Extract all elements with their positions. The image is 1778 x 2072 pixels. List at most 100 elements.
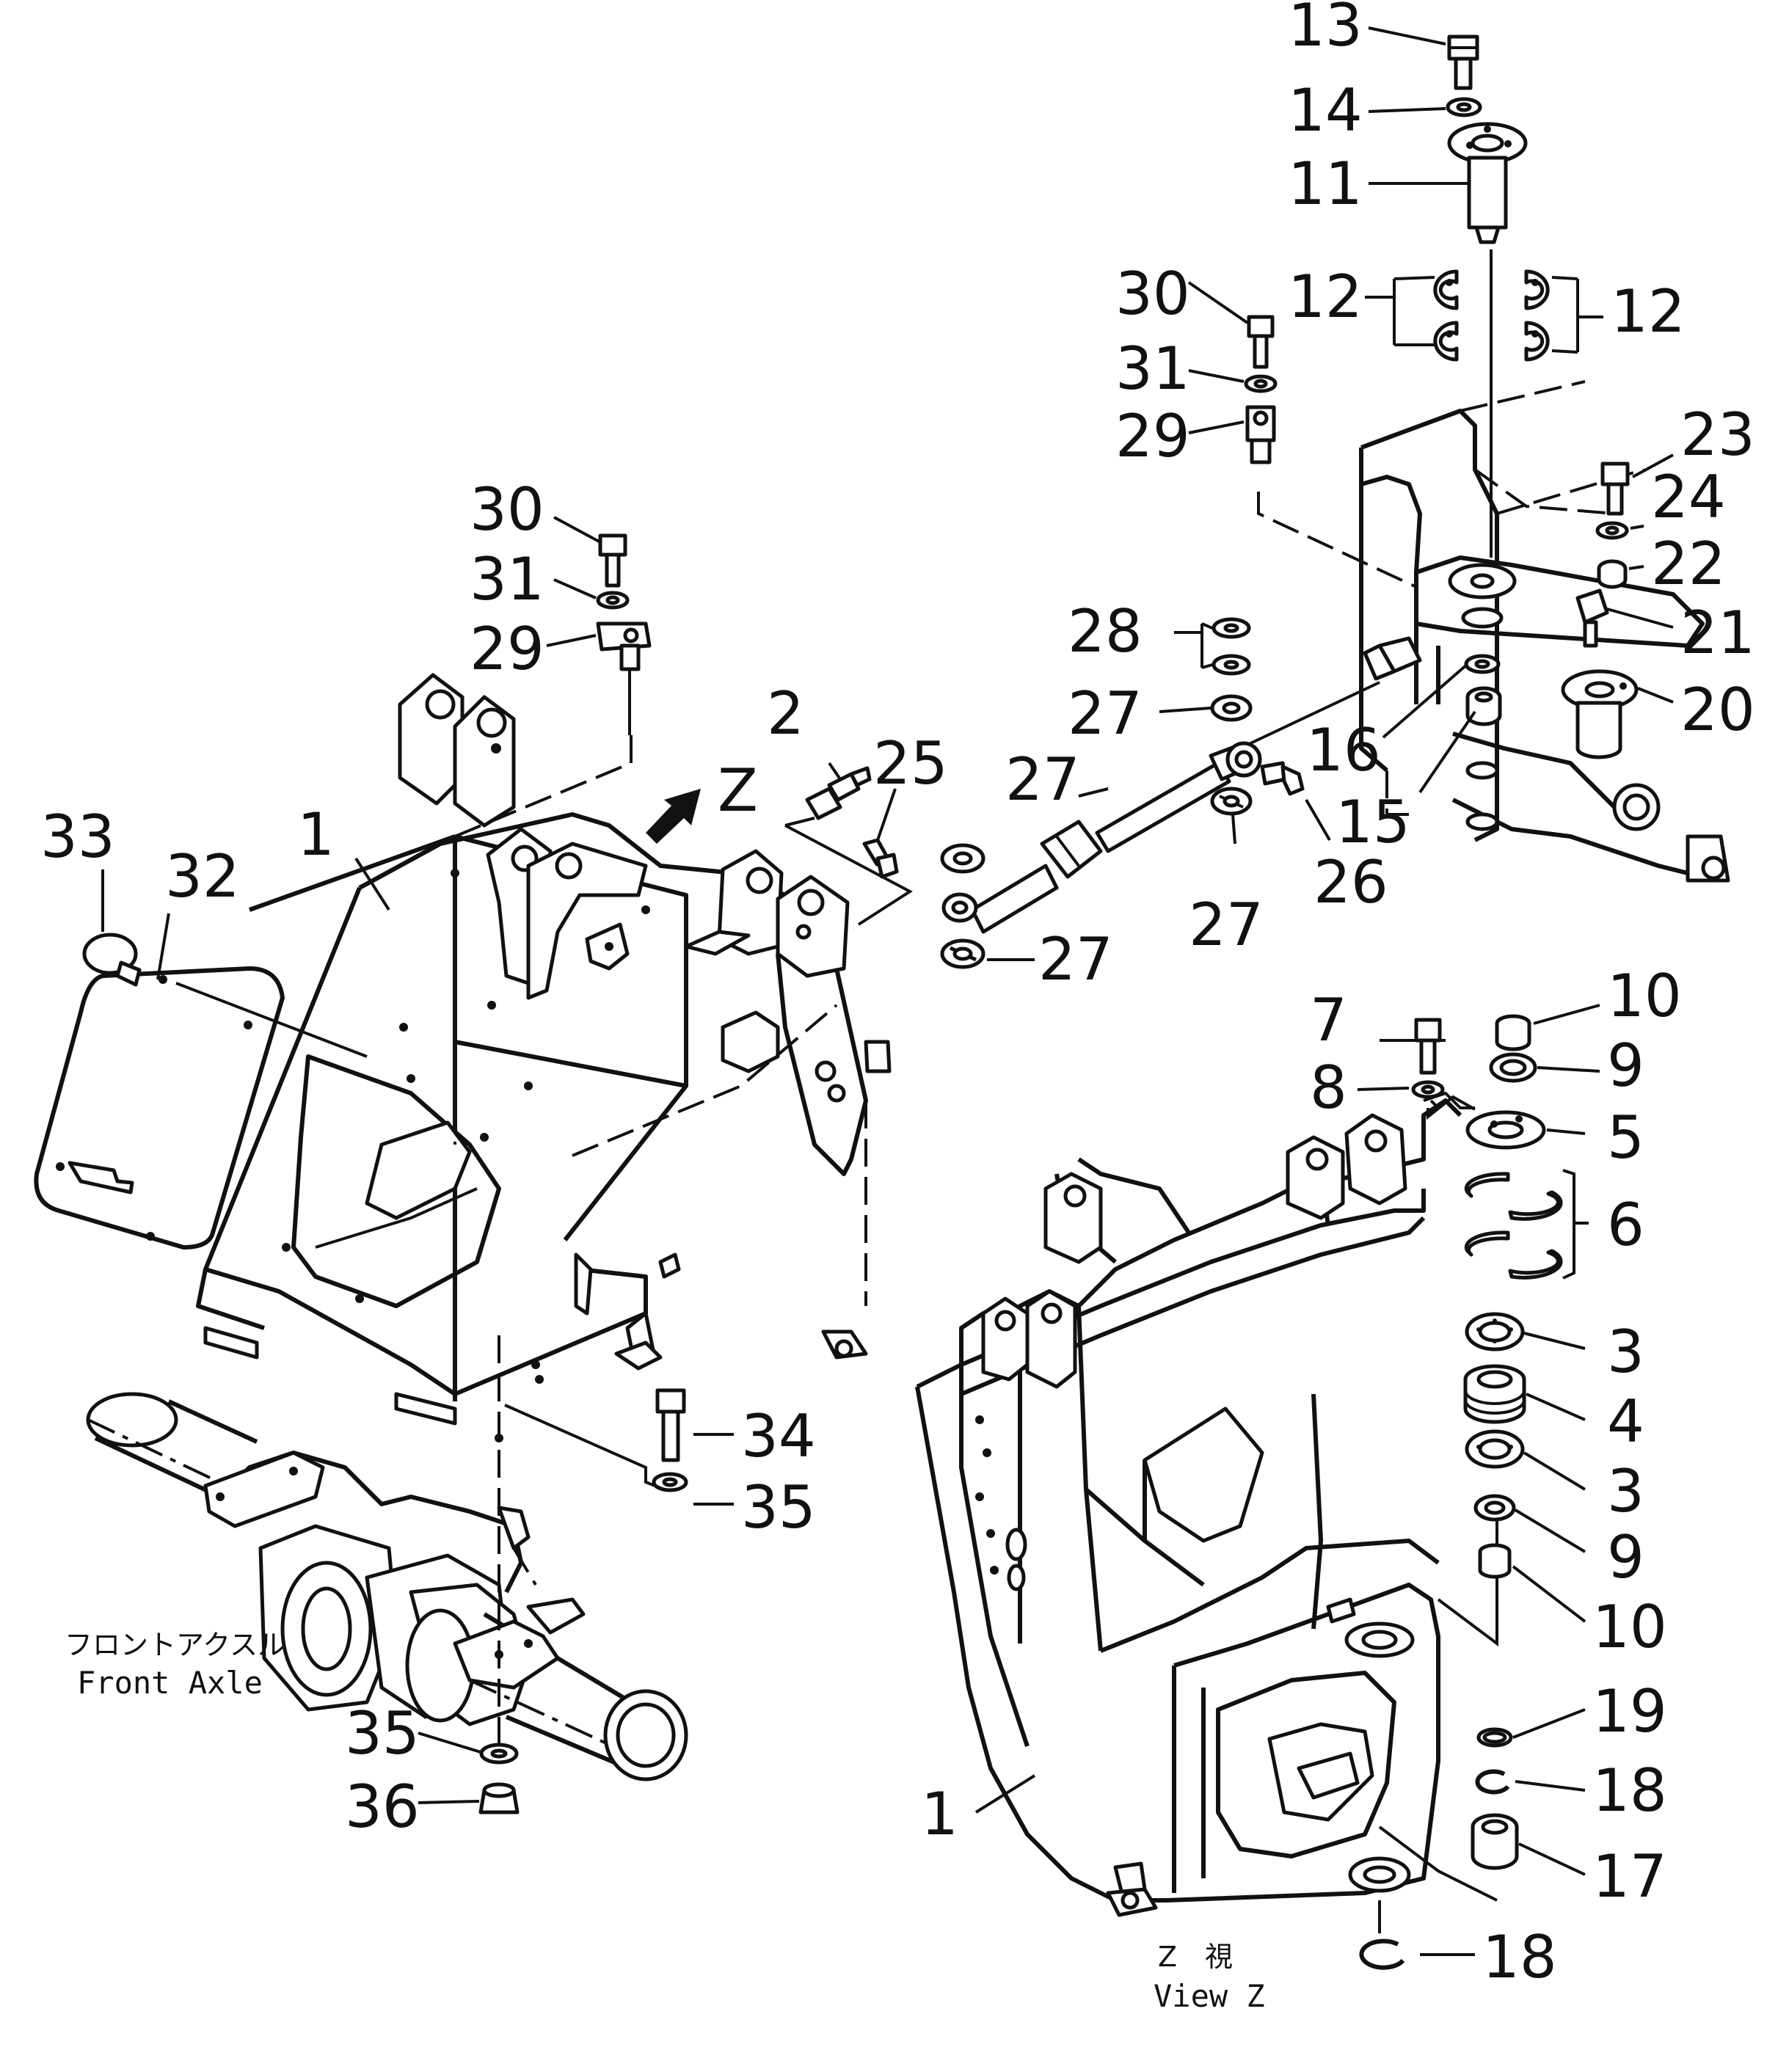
callout-22: 22 bbox=[1651, 530, 1726, 598]
callout-28: 28 bbox=[1068, 597, 1143, 665]
caption-view-z-en: View Z bbox=[1154, 1978, 1265, 2014]
lock-plate-29-left bbox=[596, 621, 652, 735]
cover-plate-32 bbox=[34, 966, 368, 1250]
bearing-3-lower bbox=[1465, 1429, 1525, 1469]
washer-31-left bbox=[596, 591, 630, 610]
pin-20 bbox=[1561, 669, 1639, 759]
leader-bracket-34-35 bbox=[504, 1404, 665, 1491]
callout-35-upper: 35 bbox=[741, 1473, 816, 1542]
bolt-34 bbox=[655, 1388, 686, 1462]
pin-11 bbox=[1447, 122, 1528, 244]
caption-front-axle-jp: フロントアクスル bbox=[65, 1629, 285, 1661]
bushing-15 bbox=[1465, 686, 1502, 726]
steering-link-cylinder bbox=[941, 681, 1380, 934]
callout-20: 20 bbox=[1680, 676, 1755, 744]
washer-8 bbox=[1411, 1080, 1445, 1099]
callout-30-right: 30 bbox=[1115, 260, 1190, 328]
callout-27-lowright: 27 bbox=[1189, 891, 1264, 959]
bushing-27b bbox=[940, 938, 985, 969]
callout-12-left: 12 bbox=[1288, 263, 1363, 331]
callout-5: 5 bbox=[1607, 1104, 1644, 1172]
spacer-22 bbox=[1597, 559, 1628, 589]
callout-17: 17 bbox=[1592, 1842, 1667, 1911]
view-direction-arrow bbox=[646, 789, 701, 844]
callout-9-lower: 9 bbox=[1607, 1523, 1644, 1591]
snap-ring-18-lower bbox=[1359, 1938, 1405, 1970]
callout-27-midleft: 27 bbox=[1005, 745, 1080, 814]
callout-29-right: 29 bbox=[1115, 402, 1190, 470]
front-axle bbox=[86, 1335, 688, 1781]
bolt-33 bbox=[82, 933, 142, 987]
callout-12-right: 12 bbox=[1611, 277, 1686, 346]
callout-31-right: 31 bbox=[1115, 335, 1190, 403]
callout-16: 16 bbox=[1306, 716, 1381, 784]
callout-23: 23 bbox=[1680, 401, 1755, 469]
callout-21: 21 bbox=[1680, 599, 1755, 667]
callout-34: 34 bbox=[741, 1402, 816, 1470]
frame-view-z bbox=[915, 1091, 1498, 1937]
callout-9-upper: 9 bbox=[1607, 1032, 1644, 1100]
callout-15: 15 bbox=[1336, 788, 1410, 856]
callout-1-right: 1 bbox=[921, 1780, 958, 1848]
callout-10-upper: 10 bbox=[1607, 962, 1682, 1030]
callout-24: 24 bbox=[1651, 463, 1726, 531]
washer-35-lower bbox=[479, 1743, 519, 1765]
callout-2: 2 bbox=[767, 679, 804, 748]
collar-halves-12 bbox=[1433, 249, 1550, 558]
spacer-10-lower bbox=[1478, 1543, 1512, 1579]
bolt-30-left bbox=[598, 533, 627, 588]
callout-27-upper: 27 bbox=[1068, 679, 1143, 748]
callout-35-lower: 35 bbox=[345, 1699, 420, 1768]
callout-7: 7 bbox=[1310, 986, 1347, 1054]
upper-swing-bracket-assembly bbox=[1257, 380, 1730, 883]
callout-4: 4 bbox=[1607, 1387, 1644, 1456]
washer-35-upper bbox=[652, 1472, 688, 1492]
callout-32: 32 bbox=[165, 842, 240, 911]
washers-28 bbox=[1212, 617, 1251, 676]
shims-6 bbox=[1464, 1169, 1589, 1280]
leader-27b-top bbox=[1078, 787, 1109, 798]
front-frame-left bbox=[196, 673, 892, 1442]
callout-18-upper: 18 bbox=[1592, 1757, 1667, 1825]
grease-fitting-26 bbox=[1260, 761, 1305, 796]
leader-bracket-2-25 bbox=[784, 817, 913, 926]
callout-13: 13 bbox=[1288, 0, 1363, 59]
washer-24 bbox=[1595, 521, 1629, 540]
spacer-10-upper bbox=[1495, 1014, 1531, 1051]
callout-1-left: 1 bbox=[297, 800, 335, 869]
washer-31-right bbox=[1244, 374, 1278, 393]
snap-ring-18-upper bbox=[1475, 1769, 1510, 1795]
bushing-27a bbox=[940, 843, 985, 874]
callout-6: 6 bbox=[1607, 1191, 1644, 1259]
bolt-30-right bbox=[1247, 315, 1275, 369]
callout-33: 33 bbox=[40, 803, 115, 871]
washer-19 bbox=[1476, 1727, 1513, 1748]
washer-14 bbox=[1446, 97, 1482, 117]
lock-plate-29-right bbox=[1245, 405, 1276, 464]
leader-lines bbox=[101, 26, 1674, 1956]
bolt-23 bbox=[1600, 462, 1630, 516]
callout-3-upper: 3 bbox=[1607, 1318, 1644, 1386]
callout-numbers: 13 14 11 12 12 30 31 29 23 24 22 21 20 2… bbox=[40, 0, 1755, 1991]
callout-30-left: 30 bbox=[470, 475, 544, 544]
bushing-27d bbox=[1210, 787, 1253, 816]
caption-view-z-jp: Z 視 bbox=[1158, 1941, 1233, 1973]
grease-fitting-21 bbox=[1575, 588, 1609, 648]
seal-9-lower bbox=[1473, 1494, 1516, 1522]
callout-31-left: 31 bbox=[470, 545, 544, 613]
callout-3-lower: 3 bbox=[1607, 1457, 1644, 1525]
bushing-17 bbox=[1471, 1813, 1519, 1870]
callout-29-left: 29 bbox=[470, 615, 544, 683]
callout-36: 36 bbox=[345, 1773, 420, 1841]
callout-26: 26 bbox=[1314, 848, 1388, 916]
nut-36 bbox=[478, 1782, 520, 1814]
caption-front-axle-en: Front Axle bbox=[77, 1665, 263, 1701]
callout-14: 14 bbox=[1288, 76, 1363, 145]
callout-11: 11 bbox=[1288, 150, 1363, 218]
plate-5 bbox=[1427, 1095, 1546, 1150]
callout-25: 25 bbox=[873, 729, 948, 798]
callout-18-lower: 18 bbox=[1482, 1923, 1557, 1991]
spacer-4 bbox=[1463, 1364, 1526, 1424]
bushing-27c bbox=[1210, 694, 1253, 722]
